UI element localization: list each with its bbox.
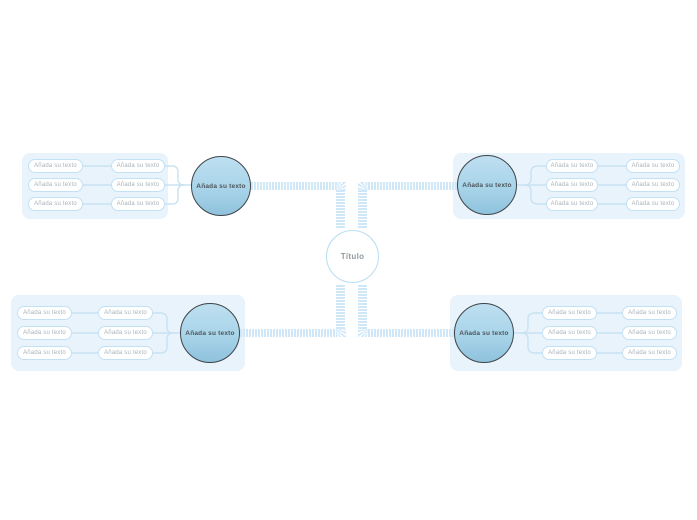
topic-label: Añada su texto xyxy=(196,182,246,190)
topic-node-bottom-left[interactable]: Añada su texto xyxy=(180,303,240,363)
subtopic-label: Añada su texto xyxy=(104,310,147,316)
topic-node-bottom-right[interactable]: Añada su texto xyxy=(454,303,514,363)
topic-label: Añada su texto xyxy=(459,329,509,337)
subtopic-label: Añada su texto xyxy=(34,201,77,207)
subtopic-label: Añada su texto xyxy=(23,310,66,316)
subtopic-label: Añada su texto xyxy=(34,182,77,188)
subtopic-node[interactable]: Añada su texto xyxy=(17,326,72,340)
subtopic-label: Añada su texto xyxy=(628,310,671,316)
ribbon-top-right-horizontal xyxy=(368,182,457,190)
subtopic-node[interactable]: Añada su texto xyxy=(542,346,597,360)
subtopic-label: Añada su texto xyxy=(104,330,147,336)
subtopic-node[interactable]: Añada su texto xyxy=(98,326,153,340)
subtopic-label: Añada su texto xyxy=(548,330,591,336)
subtopic-node[interactable]: Añada su texto xyxy=(111,197,165,211)
center-topic-label: Título xyxy=(340,252,365,261)
subtopic-node[interactable]: Añada su texto xyxy=(17,346,72,360)
topic-label: Añada su texto xyxy=(462,181,512,189)
center-topic-node[interactable]: Título xyxy=(326,230,379,283)
subtopic-node[interactable]: Añada su texto xyxy=(622,306,677,320)
ribbon-corner-bottom-left xyxy=(336,329,346,337)
subtopic-node[interactable]: Añada su texto xyxy=(622,346,677,360)
subtopic-node[interactable]: Añada su texto xyxy=(28,197,83,211)
subtopic-label: Añada su texto xyxy=(631,201,675,207)
subtopic-label: Añada su texto xyxy=(23,330,66,336)
subtopic-node[interactable]: Añada su texto xyxy=(546,159,598,173)
subtopic-node[interactable]: Añada su texto xyxy=(542,326,597,340)
subtopic-label: Añada su texto xyxy=(34,163,77,169)
subtopic-label: Añada su texto xyxy=(628,350,671,356)
ribbon-top-right-vertical xyxy=(358,190,367,228)
ribbon-top-left-vertical xyxy=(336,190,345,228)
subtopic-node[interactable]: Añada su texto xyxy=(28,159,83,173)
ribbon-bottom-right-horizontal xyxy=(368,329,454,337)
topic-node-top-left[interactable]: Añada su texto xyxy=(191,156,251,216)
ribbon-corner-top-right xyxy=(358,182,368,190)
subtopic-node[interactable]: Añada su texto xyxy=(626,178,680,192)
subtopic-node[interactable]: Añada su texto xyxy=(17,306,72,320)
ribbon-corner-bottom-right xyxy=(358,329,368,337)
subtopic-node[interactable]: Añada su texto xyxy=(626,197,680,211)
subtopic-node[interactable]: Añada su texto xyxy=(111,178,165,192)
subtopic-label: Añada su texto xyxy=(631,182,675,188)
subtopic-node[interactable]: Añada su texto xyxy=(28,178,83,192)
subtopic-node[interactable]: Añada su texto xyxy=(546,197,598,211)
topic-label: Añada su texto xyxy=(185,329,235,337)
ribbon-top-left-horizontal xyxy=(251,182,336,190)
subtopic-node[interactable]: Añada su texto xyxy=(542,306,597,320)
subtopic-label: Añada su texto xyxy=(116,163,160,169)
topic-node-top-right[interactable]: Añada su texto xyxy=(457,155,517,215)
subtopic-label: Añada su texto xyxy=(23,350,66,356)
subtopic-node[interactable]: Añada su texto xyxy=(111,159,165,173)
subtopic-label: Añada su texto xyxy=(116,201,160,207)
subtopic-node[interactable]: Añada su texto xyxy=(546,178,598,192)
ribbon-bottom-left-vertical xyxy=(336,285,345,329)
subtopic-label: Añada su texto xyxy=(548,350,591,356)
subtopic-node[interactable]: Añada su texto xyxy=(626,159,680,173)
subtopic-label: Añada su texto xyxy=(550,182,594,188)
ribbon-bottom-left-horizontal xyxy=(240,329,336,337)
subtopic-label: Añada su texto xyxy=(628,330,671,336)
subtopic-label: Añada su texto xyxy=(550,163,594,169)
subtopic-node[interactable]: Añada su texto xyxy=(98,346,153,360)
subtopic-label: Añada su texto xyxy=(548,310,591,316)
subtopic-label: Añada su texto xyxy=(116,182,160,188)
subtopic-label: Añada su texto xyxy=(550,201,594,207)
subtopic-node[interactable]: Añada su texto xyxy=(622,326,677,340)
ribbon-bottom-right-vertical xyxy=(358,285,367,329)
subtopic-label: Añada su texto xyxy=(631,163,675,169)
subtopic-node[interactable]: Añada su texto xyxy=(98,306,153,320)
ribbon-corner-top-left xyxy=(336,182,346,190)
subtopic-label: Añada su texto xyxy=(104,350,147,356)
